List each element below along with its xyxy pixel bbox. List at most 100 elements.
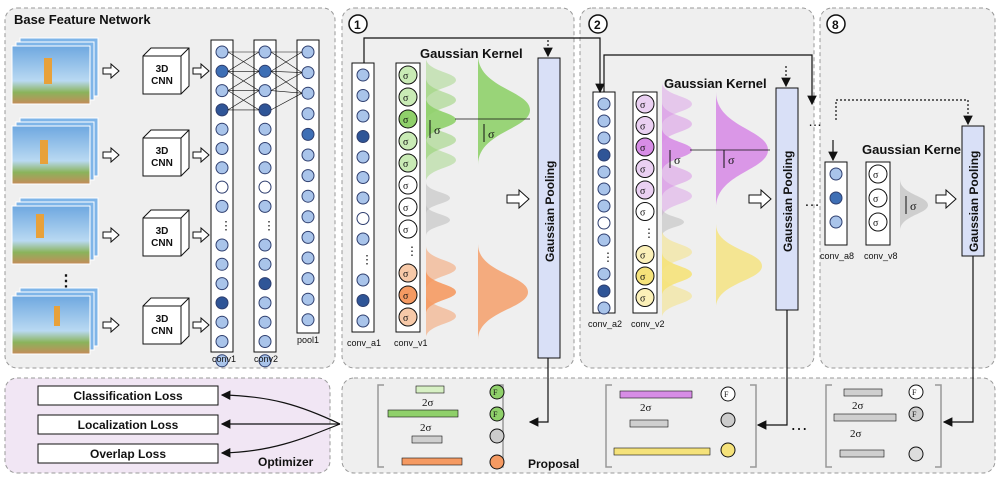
video-frame xyxy=(11,287,99,355)
pool-arrows xyxy=(506,188,957,210)
stage-8-kernel-title: Gaussian Kernel xyxy=(862,142,965,157)
stage-2-kernel-title: Gaussian Kernel xyxy=(664,76,767,91)
cnn-cube-body xyxy=(142,47,190,95)
sigma-marker-label: σ xyxy=(674,153,681,167)
gaussian-small xyxy=(662,102,692,146)
frames-ellipsis: ⋮ xyxy=(58,273,74,290)
sigma-node xyxy=(635,288,655,307)
optimizer-title: Optimizer xyxy=(258,455,314,469)
gaussian-small xyxy=(426,270,456,314)
gaussian-small xyxy=(426,294,456,338)
neuron xyxy=(258,122,272,136)
proposal-sigma-label: 2σ xyxy=(422,397,434,409)
connection xyxy=(270,71,303,94)
sigma-node xyxy=(635,116,655,135)
neuron xyxy=(301,127,315,141)
neuron xyxy=(215,122,229,136)
neuron xyxy=(597,148,611,162)
cnn-cube-label: 3D xyxy=(156,146,169,157)
sigma-node xyxy=(398,285,418,305)
neuron xyxy=(356,171,370,184)
gaussian-small xyxy=(900,179,928,231)
neuron xyxy=(829,167,843,181)
overlap-loss-box xyxy=(37,443,219,464)
sigma-symbol: σ xyxy=(640,165,646,176)
neuron xyxy=(356,191,370,205)
sigma-symbol: σ xyxy=(640,122,646,133)
stage-conv-a-label: conv_a8 xyxy=(820,251,854,261)
sigma-node xyxy=(398,65,418,85)
sigma-node xyxy=(398,219,418,239)
neuron xyxy=(829,191,843,205)
video-frame xyxy=(11,117,99,185)
proposal-node xyxy=(908,384,924,400)
neuron xyxy=(356,150,370,164)
proposal-sigma-label: 2σ xyxy=(640,402,652,414)
neuron xyxy=(597,233,611,247)
proposal-segment xyxy=(833,413,897,422)
neuron xyxy=(258,161,272,175)
layer-column xyxy=(253,39,277,353)
sigma-ellipsis: ⋮ xyxy=(643,226,655,240)
connection xyxy=(227,51,260,72)
proposal-segment xyxy=(415,385,445,394)
proposal-node xyxy=(720,386,736,402)
sigma-symbol: σ xyxy=(403,269,409,280)
neuron xyxy=(215,84,229,98)
cnn-cube-body xyxy=(142,297,190,345)
sigma-node xyxy=(635,137,655,157)
cnn-cube-edge xyxy=(143,47,190,94)
sigma-symbol: σ xyxy=(640,208,646,219)
neuron xyxy=(258,103,272,117)
neuron xyxy=(301,189,315,203)
sigma-symbol: σ xyxy=(403,291,409,302)
proposal-bracket xyxy=(825,384,942,468)
neuron xyxy=(215,257,229,271)
sigma-symbol: σ xyxy=(403,225,409,236)
sigma-node xyxy=(635,266,655,286)
neuron xyxy=(215,199,229,213)
gaussian-small xyxy=(662,208,684,236)
classification-loss-label: Classification Loss xyxy=(73,389,183,403)
column-ellipsis: ⋮ xyxy=(263,219,275,233)
proposal-node-label: F xyxy=(912,388,917,397)
gaussian-pooling-1: Gaussian Pooling xyxy=(537,57,561,359)
gaussian-large xyxy=(478,55,530,165)
sigma-symbol: σ xyxy=(403,93,409,104)
cnn-cube-label: 3D xyxy=(156,226,169,237)
neuron xyxy=(597,97,611,111)
neuron xyxy=(215,277,229,291)
svg-text:2: 2 xyxy=(594,18,601,32)
sigma-symbol: σ xyxy=(873,194,879,205)
neuron xyxy=(215,103,229,117)
neuron xyxy=(258,257,272,271)
sigma-node xyxy=(398,109,418,129)
gaussian-pooling-2: Gaussian Pooling xyxy=(775,87,799,311)
sigma-node xyxy=(635,94,655,114)
stage-columns: ⋮conv_a1σσσσσσσσ⋮σσσconv_v1⋮conv_a2σσσσσ… xyxy=(347,62,898,348)
proposal-segment xyxy=(629,419,669,428)
cnn-cube-label: CNN xyxy=(151,76,173,87)
cnn-cube-label: CNN xyxy=(151,326,173,337)
gaussian-large xyxy=(478,244,528,340)
layer-label-conv1: conv1 xyxy=(212,354,236,364)
connection xyxy=(270,72,303,91)
connection xyxy=(270,51,303,72)
classification-loss-box xyxy=(37,385,219,406)
stage-index-8: 8 xyxy=(826,14,846,34)
neuron xyxy=(597,182,611,196)
connection xyxy=(270,90,303,94)
sigma-symbol: σ xyxy=(403,115,409,126)
stage-index-1: 1 xyxy=(348,14,368,34)
gaussian-curves: σ σ σ σ σ xyxy=(426,55,928,340)
sigma-symbol: σ xyxy=(640,294,646,305)
proposal-node xyxy=(489,428,505,444)
sigma-node xyxy=(868,188,888,208)
gaussian-small xyxy=(426,204,450,236)
neuron xyxy=(301,169,315,183)
proposal-node xyxy=(720,412,736,428)
